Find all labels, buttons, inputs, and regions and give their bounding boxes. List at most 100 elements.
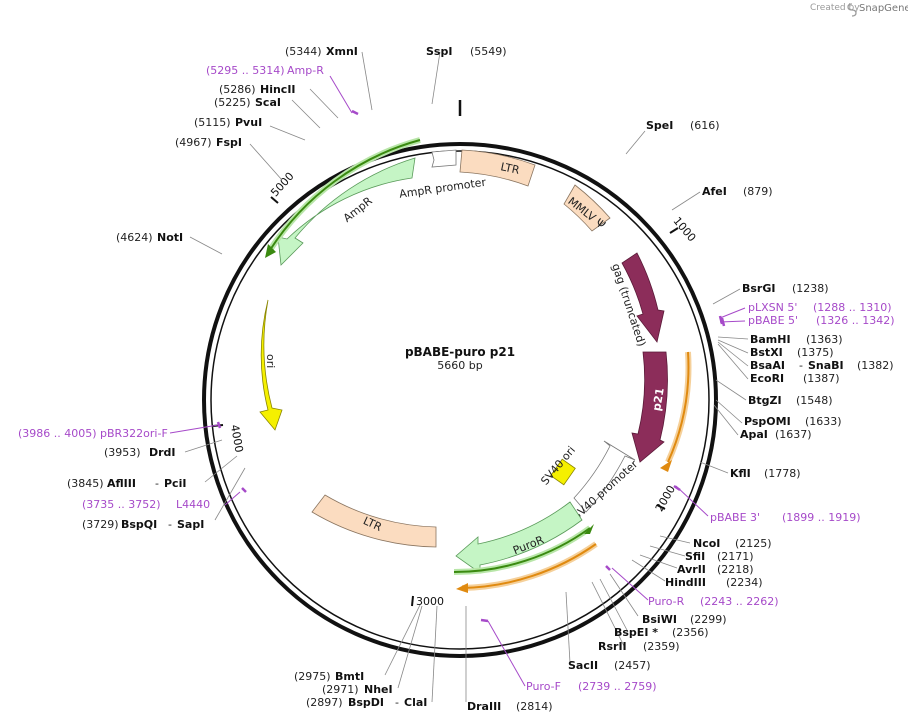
site-draiii[interactable]: DraIII (2814) (467, 700, 553, 713)
site-apai[interactable]: ApaI (1637) (740, 428, 812, 441)
primer-plxsn5-range: (1288 .. 1310) (813, 301, 892, 314)
site-bspqi-sapi[interactable]: (3729) BspQI - SapI (82, 518, 204, 531)
credit-brand: SnapGene (859, 3, 908, 14)
site-ecori[interactable]: EcoRI (1387) (750, 372, 840, 385)
site-spei[interactable]: SpeI (616) (646, 119, 720, 132)
feature-ltr-top[interactable] (459, 149, 536, 187)
site-clai-name: ClaI (404, 696, 427, 709)
site-drdi-name: DrdI (149, 446, 176, 459)
primer-pbr322ori-name: pBR322ori-F (100, 427, 168, 440)
site-sacii-name: SacII (568, 659, 598, 672)
site-sspi-pos: (5549) (470, 45, 507, 58)
site-snabi-dash: - (799, 359, 803, 372)
site-bmti[interactable]: (2975) BmtI (294, 670, 364, 683)
feature-p21[interactable] (631, 351, 668, 463)
site-pvui-name: PvuI (235, 116, 262, 129)
site-rsrii[interactable]: RsrII (2359) (598, 640, 680, 653)
site-sfii[interactable]: SfiI (2171) (685, 550, 754, 563)
site-avrii[interactable]: AvrII (2218) (677, 563, 754, 576)
tick-label-4000: 4000 (228, 424, 246, 454)
primer-pbabe5[interactable]: pBABE 5' (1326 .. 1342) (748, 314, 895, 327)
primer-puror[interactable]: Puro-R (2243 .. 2262) (648, 595, 779, 608)
site-avrii-pos: (2218) (717, 563, 754, 576)
feature-ori[interactable] (259, 299, 283, 431)
site-ncoi-pos: (2125) (735, 537, 772, 550)
primer-puror-name: Puro-R (648, 595, 685, 608)
feature-gag-truncated[interactable] (621, 252, 665, 343)
credit-created-by: Created by (810, 3, 860, 13)
primer-purof-name: Puro-F (526, 680, 561, 693)
site-bstxi[interactable]: BstXI (1375) (750, 346, 834, 359)
site-bspdi-clai[interactable]: (2897) BspDI - ClaI (306, 696, 427, 709)
site-fspi-name: FspI (216, 136, 242, 149)
primer-l4440[interactable]: (3735 .. 3752) L4440 (82, 498, 210, 511)
tick-5000 (270, 196, 279, 204)
site-spei-pos: (616) (690, 119, 720, 132)
site-sspi[interactable]: SspI (5549) (426, 45, 507, 58)
feature-mmlv-psi[interactable] (563, 184, 611, 232)
site-xmni[interactable]: (5344) XmnI (285, 45, 358, 58)
site-hincii[interactable]: (5286) HincII (219, 83, 296, 96)
green-arrowhead-icon-2 (265, 244, 276, 258)
site-bmti-pos: (2975) (294, 670, 331, 683)
site-nhei[interactable]: (2971) NheI (322, 683, 393, 696)
primer-puror-range: (2243 .. 2262) (700, 595, 779, 608)
site-fspi[interactable]: (4967) FspI (175, 136, 242, 149)
site-bspdi-name: BspDI (348, 696, 384, 709)
primer-plxsn5[interactable]: pLXSN 5' (1288 .. 1310) (748, 301, 892, 314)
backbone-inner-ring (210, 150, 710, 650)
site-drdi[interactable]: (3953) DrdI (104, 446, 176, 459)
feature-ampr-promoter-label: AmpR promoter (398, 176, 487, 201)
feature-ori-label: ori (264, 354, 277, 368)
site-afei[interactable]: AfeI (879) (702, 185, 773, 198)
primer-purof[interactable]: Puro-F (2739 .. 2759) (526, 680, 657, 693)
site-btgzi[interactable]: BtgZI (1548) (748, 394, 833, 407)
primer-pbr322ori[interactable]: (3986 .. 4005) pBR322ori-F (18, 427, 168, 440)
primer-pbabe3[interactable]: pBABE 3' (1899 .. 1919) (710, 511, 861, 524)
site-pspomi[interactable]: PspOMI (1633) (744, 415, 842, 428)
site-rsrii-name: RsrII (598, 640, 627, 653)
site-bspei-name: BspEI * (614, 626, 658, 639)
site-bamhi[interactable]: BamHI (1363) (750, 333, 843, 346)
feature-ltr-bottom[interactable] (311, 494, 437, 548)
site-avrii-name: AvrII (677, 563, 706, 576)
site-bspdi-pos: (2897) (306, 696, 343, 709)
site-xmni-name: XmnI (326, 45, 358, 58)
snapgene-logo-icon (847, 3, 857, 17)
feature-ampr[interactable] (277, 157, 416, 266)
site-ncoi[interactable]: NcoI (2125) (693, 537, 772, 550)
site-bsaai-snabi[interactable]: BsaAI - SnaBI (1382) (750, 359, 894, 372)
site-bstxi-name: BstXI (750, 346, 783, 359)
site-noti[interactable]: (4624) NotI (116, 231, 183, 244)
site-nhei-pos: (2971) (322, 683, 359, 696)
site-rsrii-pos: (2359) (643, 640, 680, 653)
primer-ampr[interactable]: (5295 .. 5314) Amp-R (206, 64, 324, 77)
site-pvui[interactable]: (5115) PvuI (194, 116, 262, 129)
site-scai[interactable]: (5225) ScaI (214, 96, 281, 109)
site-xmni-pos: (5344) (285, 45, 322, 58)
site-afliii-pcii[interactable]: (3845) AflIII - PciI (67, 477, 186, 490)
site-bsrgi[interactable]: BsrGI (1238) (742, 282, 829, 295)
feature-sv40-promoter[interactable] (573, 440, 636, 513)
site-sacii[interactable]: SacII (2457) (568, 659, 651, 672)
site-fspi-pos: (4967) (175, 136, 212, 149)
site-kfli[interactable]: KflI (1778) (730, 467, 801, 480)
tick-label-5000: 5000 (268, 170, 296, 200)
site-bsrgi-name: BsrGI (742, 282, 775, 295)
tick-1000 (669, 227, 679, 234)
site-hindiii[interactable]: HindIII (2234) (665, 576, 763, 589)
primer-pbr322ori-range: (3986 .. 4005) (18, 427, 97, 440)
feature-sv40-ori[interactable] (550, 458, 576, 486)
site-bspei[interactable]: BspEI * (2356) (614, 626, 709, 639)
orange-arrowhead-icon (660, 460, 672, 472)
feature-ampr-promoter[interactable] (431, 149, 457, 168)
site-pcii-name: PciI (164, 477, 186, 490)
feature-puror[interactable] (455, 501, 583, 574)
feature-ltr-top-label: LTR (499, 160, 521, 177)
site-bsiwi[interactable]: BsiWI (2299) (642, 613, 727, 626)
feature-p21-label: p21 (650, 387, 667, 412)
site-snabi-name: SnaBI (808, 359, 844, 372)
site-sspi-name: SspI (426, 45, 452, 58)
site-spei-name: SpeI (646, 119, 673, 132)
